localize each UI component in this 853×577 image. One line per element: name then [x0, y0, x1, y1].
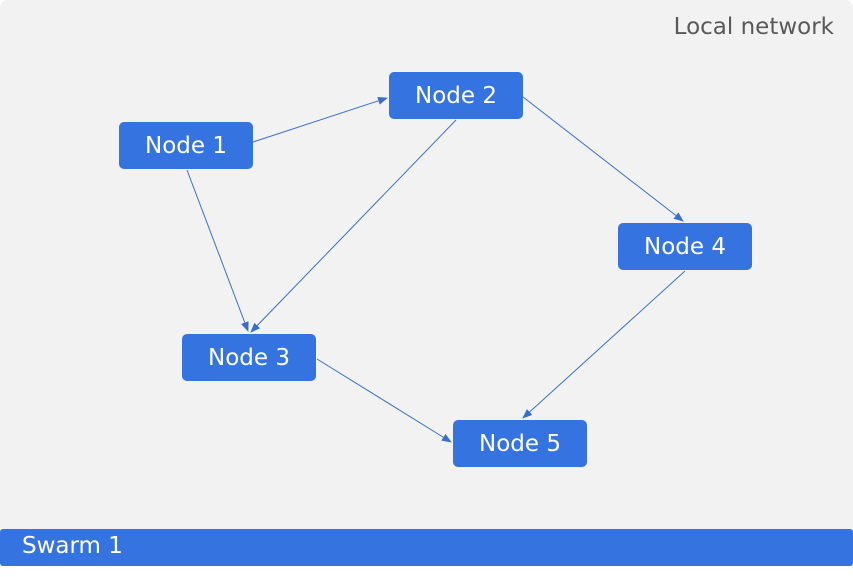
node-4[interactable]: Node 4: [618, 223, 752, 270]
node-3[interactable]: Node 3: [182, 334, 316, 381]
node-1[interactable]: Node 1: [119, 122, 253, 169]
swarm-bar[interactable]: Swarm 1: [0, 529, 853, 566]
node-2[interactable]: Node 2: [389, 72, 523, 119]
node-5[interactable]: Node 5: [453, 420, 587, 467]
swarm-label: Swarm 1: [22, 533, 123, 559]
network-label: Local network: [673, 14, 834, 40]
